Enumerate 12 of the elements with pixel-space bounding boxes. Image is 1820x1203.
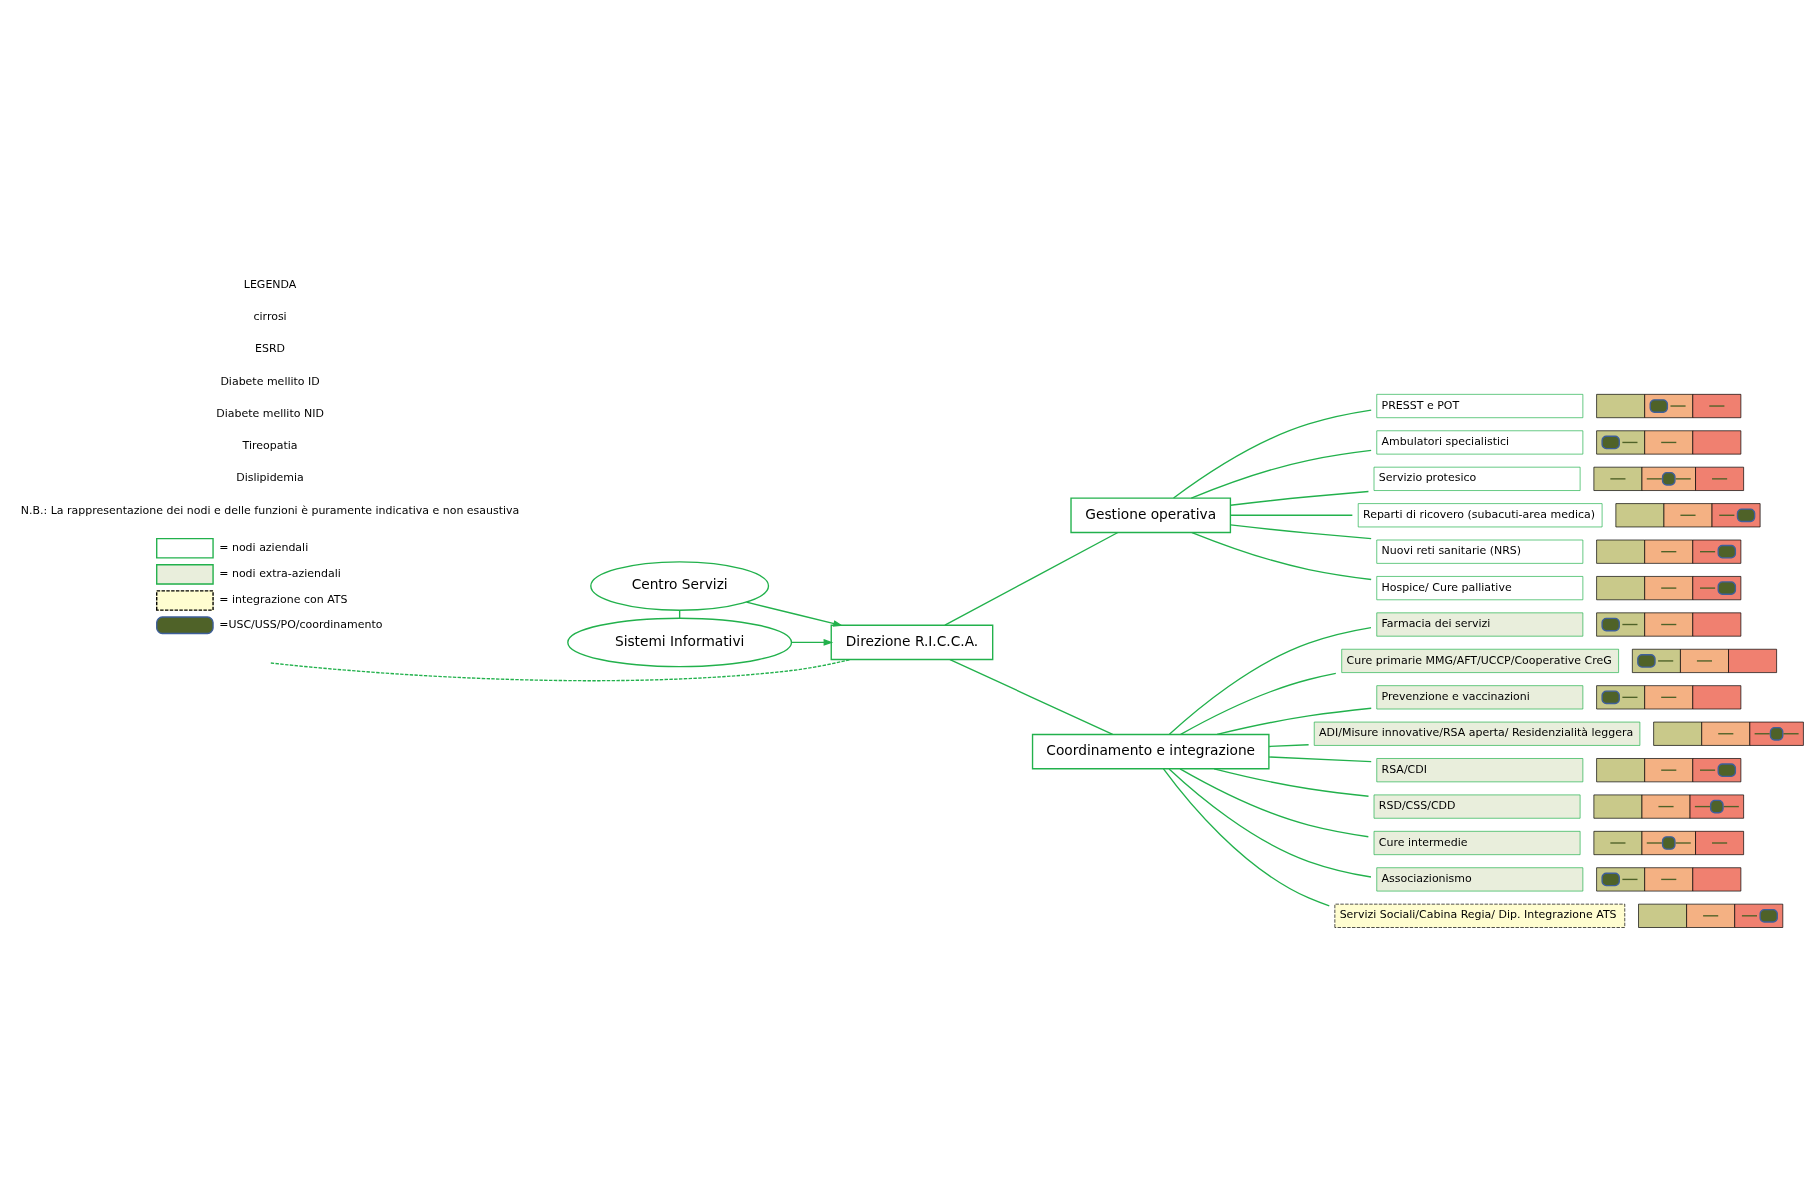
label: LEGENDA — [243, 277, 296, 291]
label: Diabete mellito ID — [219, 374, 320, 388]
label: N.B.: La rappresentazione dei nodi e delle funzioni è puramente indicativa e non esaustiva — [20, 503, 519, 517]
label: cirrosi — [252, 310, 287, 324]
label: ESRD — [254, 342, 285, 356]
legend-label: = integrazione con ATS — [218, 593, 348, 607]
label: Diabete mellito NID — [215, 406, 324, 420]
legend-label: =USC/USS/PO/coordinamento — [218, 617, 382, 631]
label: Dislipidemia — [235, 471, 304, 485]
legend-label: = nodi extra-aziendali — [218, 566, 341, 580]
label: Tireopatia — [242, 439, 298, 453]
legend-label: = nodi aziendali — [218, 540, 308, 554]
